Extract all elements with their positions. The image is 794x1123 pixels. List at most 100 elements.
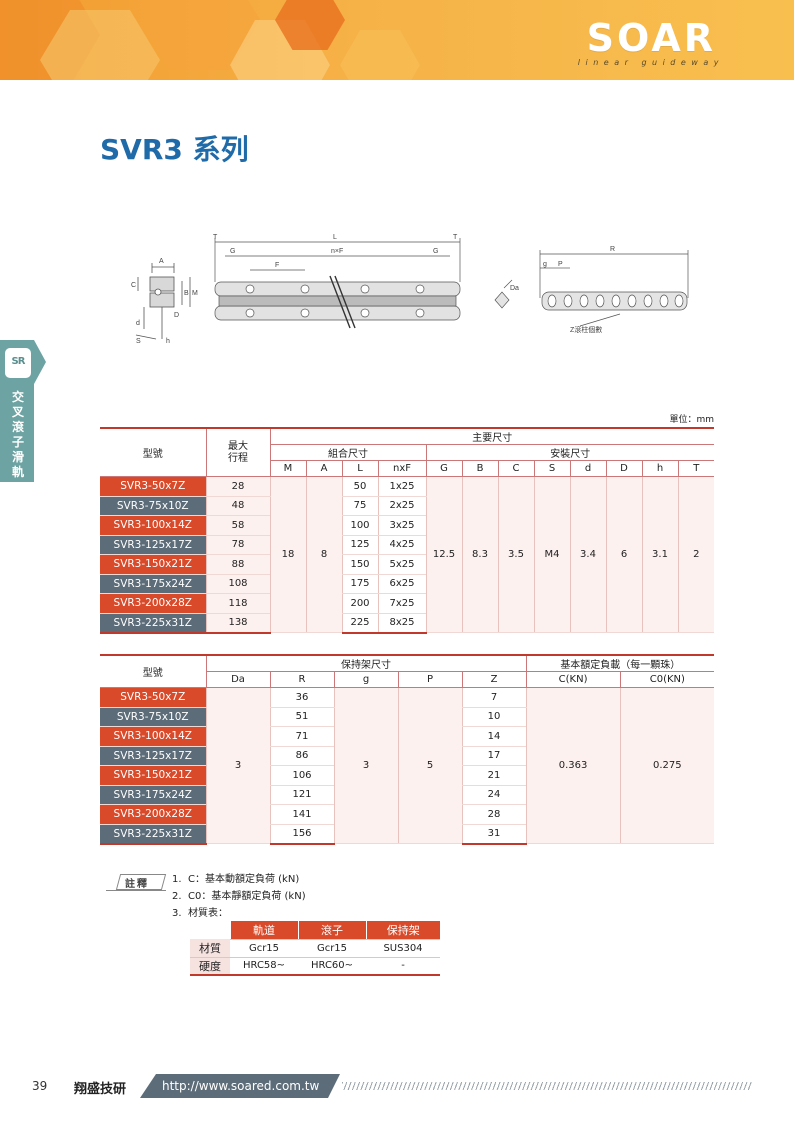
cage-dims-header: 保持架尺寸 [205,654,527,672]
model-cell: SVR3-75x10Z [100,496,206,516]
materials-header: 滾子 [297,921,366,940]
col-header: C(KN) [525,671,621,688]
cell-d: 3.4 [569,476,606,633]
stroke-cell: 58 [205,515,270,536]
stroke-cell: 138 [205,613,270,634]
spec-table-main: 型號 最大 行程 主要尺寸 組合尺寸 安裝尺寸 M A L nxF G B C … [100,427,714,634]
dim-label: g [543,261,547,268]
cell-R: 156 [269,824,334,845]
logo-subtitle: linear guideway [577,58,724,67]
dim-label: Da [510,285,519,292]
col-header: d [569,460,606,477]
col-header: P [397,671,462,688]
cell-L: 75 [341,496,378,516]
dim-label: P [558,261,563,268]
side-badge-text: SR [11,356,26,367]
table-row: SVR3-100x14Z 58 100 3x25 [100,515,714,536]
side-badge-icon [5,348,31,378]
model-cell: SVR3-225x31Z [100,613,206,634]
front-rail-drawing: T L T G n×F G F [213,234,461,329]
soar-logo: SOAR [586,16,716,60]
table-row: 硬度 HRC58~ HRC60~ - [190,957,440,976]
note-text: C：基本動額定負荷 (kN) [188,874,300,885]
table-row: SVR3-125x17Z 78 125 4x25 [100,535,714,555]
col-header: T [677,460,714,477]
cell-A: 8 [305,476,342,633]
cell-C0: 0.275 [619,687,715,844]
cell-Z: 17 [461,746,527,766]
model-cell: SVR3-50x7Z [100,476,206,497]
col-header: Da [205,671,270,688]
company-name: 翔盛技研 [74,1082,127,1097]
table-row: SVR3-225x31Z 156 31 [100,824,714,845]
dim-label: D [174,312,179,319]
model-cell: SVR3-125x17Z [100,535,206,555]
cell-B: 8.3 [461,476,498,633]
note-item: 2.C0：基本靜額定負荷 (kN) [172,888,306,905]
table-row: SVR3-75x10Z 48 75 2x25 [100,496,714,516]
cell-P: 5 [397,687,462,844]
col-header: C0(KN) [619,671,715,688]
model-header: 型號 [100,427,206,477]
cell-S: M4 [533,476,570,633]
col-header: nxF [377,460,426,477]
materials-cell: HRC60~ [298,957,366,976]
dim-label: S [136,338,141,345]
note-item: 1. C：基本動額定負荷 (kN) [172,871,306,888]
materials-header: 軌道 [229,921,298,940]
materials-cell: Gcr15 [298,939,366,958]
cell-g: 3 [333,687,398,844]
materials-row-label: 硬度 [190,957,230,976]
cell-Z: 24 [461,785,527,805]
dim-label: T [453,234,458,241]
cell-L: 175 [341,574,378,594]
cell-nxF: 2x25 [377,496,426,516]
cell-R: 51 [269,707,334,727]
cell-L: 100 [341,515,378,536]
table-row: SVR3-125x17Z 86 17 [100,746,714,766]
col-header: h [641,460,678,477]
cell-nxF: 6x25 [377,574,426,594]
cell-Z: 10 [461,707,527,727]
cell-M: 18 [269,476,306,633]
model-cell: SVR3-225x31Z [100,824,206,845]
materials-table: 軌道 滾子 保持架 材質 Gcr15 Gcr15 SUS304 硬度 HRC58… [190,921,440,976]
dim-label: M [192,290,198,297]
cage-drawing: R g P Da Z滾柱個數 [494,246,689,334]
cell-Z: 31 [461,824,527,845]
cell-R: 141 [269,804,334,825]
side-tab-label: 交叉滾子滑軌 [11,390,24,479]
note-number: 2. [172,891,182,902]
materials-corner [190,921,230,939]
table-row: SVR3-200x28Z 118 200 7x25 [100,593,714,614]
cell-Z: 14 [461,726,527,747]
cell-R: 106 [269,765,334,786]
stroke-cell: 48 [205,496,270,516]
stroke-cell: 88 [205,554,270,575]
unit-label: 單位：mm [669,415,714,425]
col-header: L [341,460,378,477]
cell-Z: 7 [461,687,527,708]
note-number: 1. [172,874,182,885]
cell-R: 121 [269,785,334,805]
dim-label: G [230,248,235,255]
side-tab-arrow [34,340,46,384]
cell-L: 200 [341,593,378,614]
dim-label: R [610,246,615,253]
side-profile-drawing: A C B M D d S h [131,258,198,345]
model-cell: SVR3-125x17Z [100,746,206,766]
cell-nxF: 7x25 [377,593,426,614]
note-item: 3.材質表： [172,905,306,922]
page-title: SVR3 系列 [100,133,249,166]
col-header: C [497,460,534,477]
col-header: A [305,460,342,477]
cell-D: 6 [605,476,642,633]
table-row: SVR3-175x24Z 108 175 6x25 [100,574,714,594]
materials-cell: - [366,957,440,976]
cell-L: 125 [341,535,378,555]
table-row: SVR3-75x10Z 51 10 [100,707,714,727]
col-header: R [269,671,334,688]
cell-R: 36 [269,687,334,708]
website-link[interactable]: http://www.soared.com.tw [162,1079,320,1093]
dim-label: Z滾柱個數 [570,325,602,334]
